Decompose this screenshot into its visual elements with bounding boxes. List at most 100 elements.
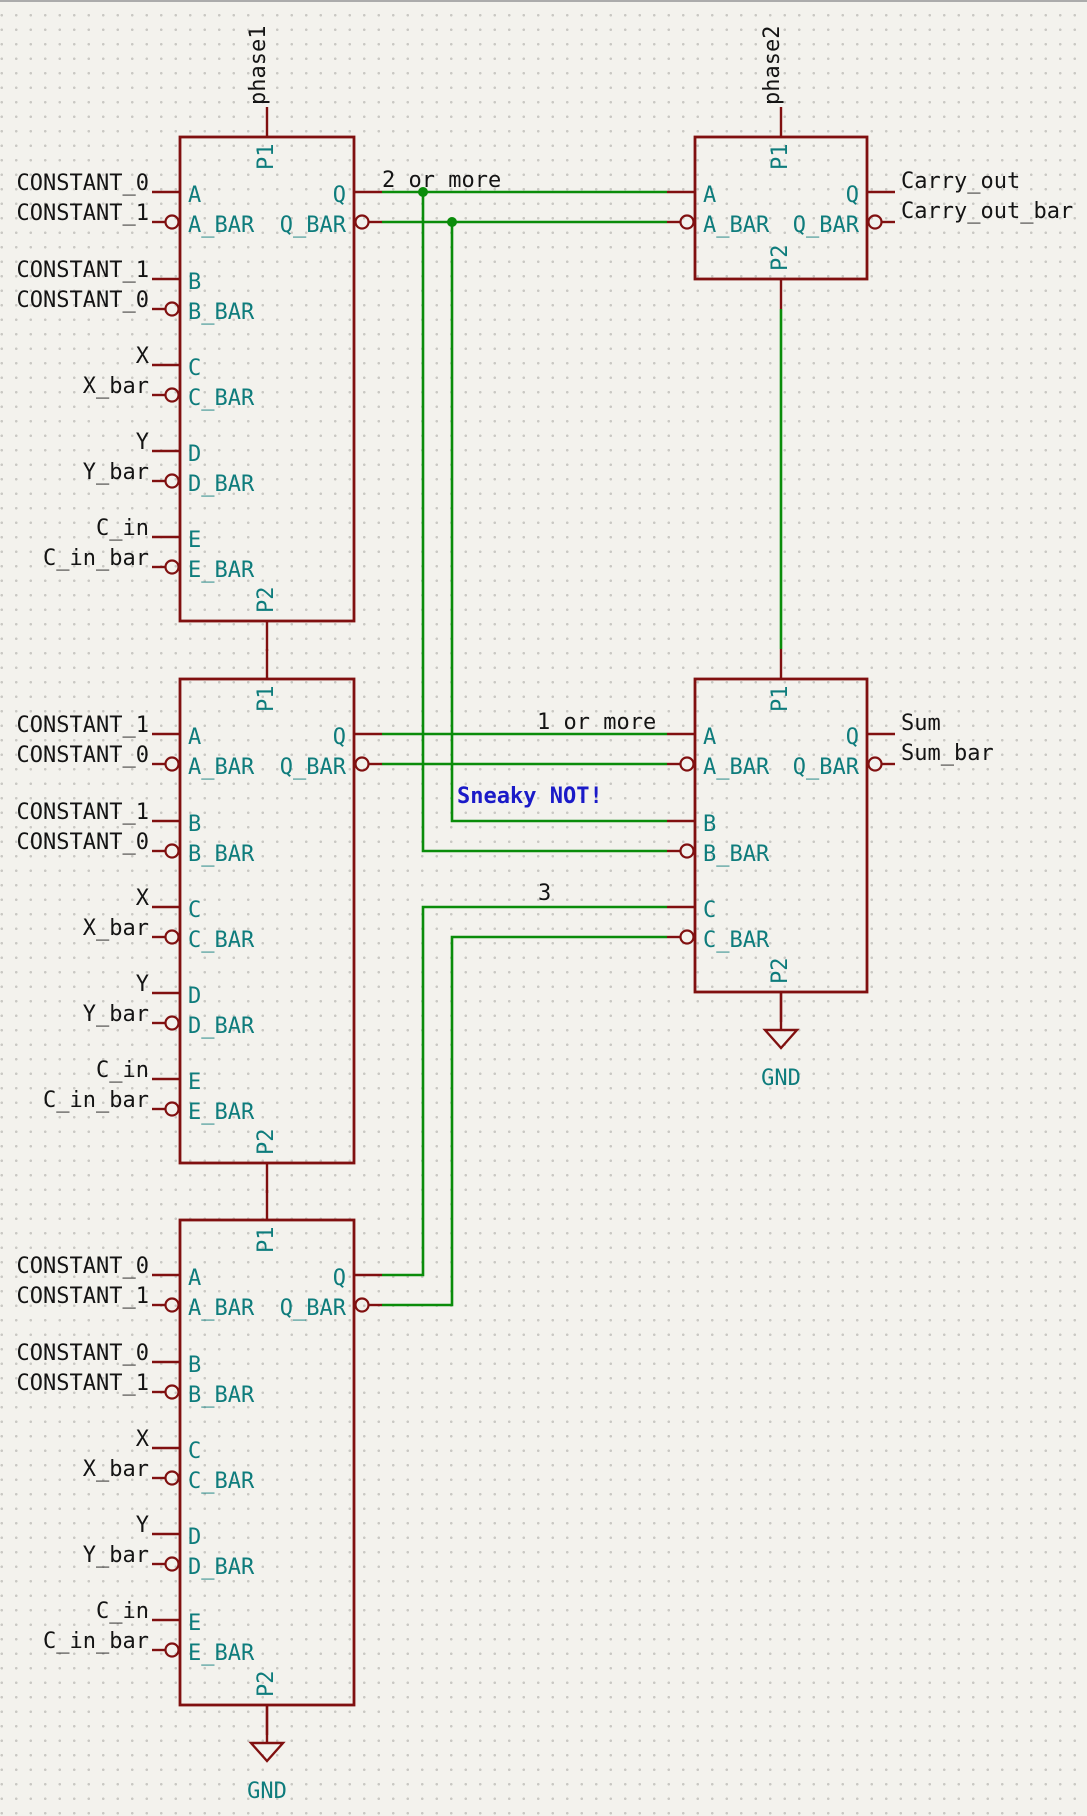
pin-number-bottom: P2 xyxy=(254,587,279,614)
net-label[interactable]: Carry_out_bar xyxy=(901,199,1073,224)
pin-name: D_BAR xyxy=(188,472,255,497)
net-label[interactable]: X xyxy=(136,886,150,911)
pin-name: C_BAR xyxy=(703,928,770,953)
net-label[interactable]: C_in xyxy=(96,1058,149,1083)
wire[interactable] xyxy=(421,192,667,853)
phase1-cell-top-body[interactable] xyxy=(178,135,356,623)
pin-number-top: P1 xyxy=(254,1227,279,1254)
net-label[interactable]: Y_bar xyxy=(83,460,149,485)
pin-invert-bubble xyxy=(164,387,180,403)
net-label[interactable]: X_bar xyxy=(83,916,149,941)
gnd-label: GND xyxy=(247,1779,287,1804)
pin-invert-bubble xyxy=(164,1642,180,1658)
net-label[interactable]: CONSTANT_1 xyxy=(17,1284,149,1309)
net-label[interactable]: Y_bar xyxy=(83,1543,149,1568)
wire-net-label[interactable]: 3 xyxy=(538,881,551,906)
net-label[interactable]: CONSTANT_0 xyxy=(17,171,149,196)
net-label[interactable]: C_in xyxy=(96,1599,149,1624)
net-label[interactable]: CONSTANT_1 xyxy=(17,713,149,738)
pin-invert-bubble xyxy=(867,756,883,772)
wire-junction xyxy=(447,217,457,227)
pin-invert-bubble xyxy=(867,214,883,230)
pin-invert-bubble xyxy=(164,929,180,945)
pin-name: B xyxy=(188,812,201,837)
pin-name: A_BAR xyxy=(188,755,255,780)
pin-name: B_BAR xyxy=(188,842,255,867)
gnd-symbol[interactable] xyxy=(248,1741,286,1763)
pin-name: B xyxy=(703,812,716,837)
net-label[interactable]: C_in xyxy=(96,516,149,541)
net-label[interactable]: Carry_out xyxy=(901,169,1020,194)
net-label[interactable]: CONSTANT_1 xyxy=(17,1371,149,1396)
net-label[interactable]: X_bar xyxy=(83,374,149,399)
gnd-symbol[interactable] xyxy=(762,1028,800,1050)
pin-name: A xyxy=(188,1266,201,1291)
net-label[interactable]: CONSTANT_1 xyxy=(17,800,149,825)
pin-name: Q_BAR xyxy=(793,213,860,238)
pin-number-bottom: P2 xyxy=(254,1129,279,1156)
wire[interactable] xyxy=(450,222,667,823)
net-label[interactable]: C_in_bar xyxy=(43,1088,149,1113)
net-label[interactable]: CONSTANT_1 xyxy=(17,258,149,283)
component-ref-label[interactable]: phase2 xyxy=(760,26,785,105)
net-label[interactable]: X_bar xyxy=(83,1457,149,1482)
pin-name: A_BAR xyxy=(703,755,770,780)
net-label[interactable]: C_in_bar xyxy=(43,546,149,571)
net-label[interactable]: CONSTANT_0 xyxy=(17,288,149,313)
pin-name: C_BAR xyxy=(188,1469,255,1494)
pin-invert-bubble xyxy=(164,1556,180,1572)
pin-name: Q xyxy=(333,725,346,750)
wire[interactable] xyxy=(382,905,667,1277)
net-label[interactable]: X xyxy=(136,1427,150,1452)
pin-name: C xyxy=(188,356,201,381)
wire-net-label[interactable]: 2 or more xyxy=(382,168,501,193)
pin-name: B_BAR xyxy=(188,300,255,325)
net-label[interactable]: Y xyxy=(136,430,149,455)
pin-invert-bubble xyxy=(164,1015,180,1031)
pin-name: Q_BAR xyxy=(793,755,860,780)
pin-invert-bubble xyxy=(164,1101,180,1117)
pin-name: E xyxy=(188,528,201,553)
net-label[interactable]: C_in_bar xyxy=(43,1629,149,1654)
wire-junction xyxy=(418,187,428,197)
pin-name: A xyxy=(703,183,716,208)
net-label[interactable]: Sum_bar xyxy=(901,741,994,766)
pin-name: E_BAR xyxy=(188,1100,255,1125)
pin-invert-bubble xyxy=(354,756,370,772)
pin-name: B_BAR xyxy=(188,1383,255,1408)
pin-number-top: P1 xyxy=(768,144,793,171)
net-label[interactable]: Y xyxy=(136,972,149,997)
pin-invert-bubble xyxy=(679,214,695,230)
net-label[interactable]: CONSTANT_0 xyxy=(17,830,149,855)
pin-name: B_BAR xyxy=(703,842,770,867)
net-label[interactable]: CONSTANT_0 xyxy=(17,1341,149,1366)
pin-name: A_BAR xyxy=(188,213,255,238)
pin-name: Q_BAR xyxy=(280,755,347,780)
pin-invert-bubble xyxy=(164,559,180,575)
net-label[interactable]: CONSTANT_0 xyxy=(17,743,149,768)
net-label[interactable]: Y xyxy=(136,1513,149,1538)
wire-net-label[interactable]: 1 or more xyxy=(537,710,656,735)
schematic-note[interactable]: Sneaky NOT! xyxy=(457,784,603,809)
pin-number-top: P1 xyxy=(254,686,279,713)
pin-invert-bubble xyxy=(164,1297,180,1313)
pin-name: C xyxy=(703,898,716,923)
net-label[interactable]: CONSTANT_0 xyxy=(17,1254,149,1279)
phase1-cell-middle-body[interactable] xyxy=(178,677,356,1165)
net-label[interactable]: Y_bar xyxy=(83,1002,149,1027)
pin-name: Q xyxy=(333,183,346,208)
pin-name: Q xyxy=(846,725,859,750)
pin-number-top: P1 xyxy=(768,686,793,713)
net-label[interactable]: X xyxy=(136,344,150,369)
pin-name: B xyxy=(188,270,201,295)
pin-name: Q_BAR xyxy=(280,1296,347,1321)
net-label[interactable]: CONSTANT_1 xyxy=(17,201,149,226)
pin-invert-bubble xyxy=(679,843,695,859)
phase1-cell-bottom-body[interactable] xyxy=(178,1218,356,1707)
wire[interactable] xyxy=(382,935,667,1307)
component-ref-label[interactable]: phase1 xyxy=(246,26,271,105)
pin-name: C xyxy=(188,1439,201,1464)
net-label[interactable]: Sum xyxy=(901,711,941,736)
